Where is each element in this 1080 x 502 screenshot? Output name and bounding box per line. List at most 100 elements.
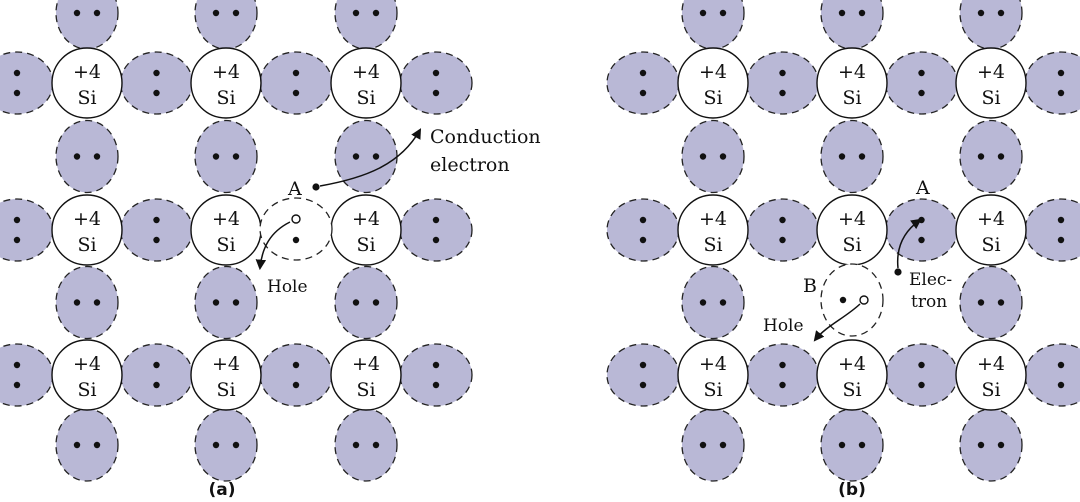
label-electron-line2: tron — [911, 292, 947, 312]
valence-electron — [918, 361, 925, 369]
valence-electron — [977, 153, 985, 160]
valence-electron — [352, 441, 360, 449]
silicon-atom: +4Si — [955, 47, 1027, 119]
valence-electron — [93, 153, 101, 160]
valence-electron — [292, 361, 300, 369]
atom-charge: +4 — [352, 353, 380, 375]
covalent-bond-horizontal — [745, 51, 820, 115]
panel-a: +4Si+4Si+4Si+4Si+4Si+4Si+4Si+4Si+4Si A C… — [0, 0, 541, 500]
label-electron-line1: Elec- — [909, 270, 952, 290]
atom-symbol: Si — [703, 379, 722, 401]
covalent-bond-vertical — [334, 408, 398, 482]
covalent-bond-vertical — [820, 119, 884, 194]
atom-charge: +4 — [977, 61, 1005, 83]
valence-electron — [13, 216, 21, 224]
silicon-atom: +4Si — [190, 47, 262, 119]
silicon-atom: +4Si — [330, 194, 402, 266]
valence-electron — [73, 153, 81, 160]
valence-electron — [352, 153, 360, 160]
valence-electron — [432, 69, 440, 77]
atom-symbol: Si — [216, 234, 235, 256]
valence-electron — [699, 9, 707, 17]
valence-electron — [838, 9, 846, 17]
atom-charge: +4 — [699, 208, 727, 230]
atom-symbol: Si — [216, 379, 235, 401]
valence-electron — [858, 9, 866, 17]
valence-electron — [153, 69, 160, 77]
valence-electron — [639, 69, 647, 77]
broken-bond-a — [259, 197, 333, 261]
valence-electron — [153, 361, 160, 369]
valence-electron — [292, 89, 300, 97]
bound-electron-a — [292, 236, 300, 244]
label-b-panel-b: B — [803, 275, 817, 297]
valence-electron — [997, 9, 1005, 17]
covalent-bond-horizontal — [399, 198, 473, 262]
valence-electron — [292, 69, 300, 77]
valence-electron — [699, 153, 707, 160]
covalent-bond-horizontal — [259, 51, 333, 115]
valence-electron — [997, 153, 1005, 160]
covalent-bond-horizontal — [119, 51, 194, 115]
valence-electron — [372, 153, 380, 160]
covalent-bond-horizontal — [399, 343, 473, 407]
valence-electron — [93, 9, 101, 17]
atom-charge: +4 — [352, 61, 380, 83]
valence-electron — [977, 299, 985, 306]
valence-electron — [1057, 236, 1065, 244]
atom-symbol: Si — [842, 234, 861, 256]
valence-electron — [13, 381, 21, 389]
silicon-atom: +4Si — [677, 47, 749, 119]
atom-layer-b: +4Si+4Si+4Si+4Si+4Si+4Si+4Si+4Si+4Si — [677, 47, 1027, 411]
valence-electron — [779, 69, 786, 77]
valence-electron — [779, 236, 786, 244]
silicon-atom: +4Si — [955, 339, 1027, 411]
valence-electron — [639, 361, 647, 369]
silicon-atom: +4Si — [816, 47, 888, 119]
panel-b: +4Si+4Si+4Si+4Si+4Si+4Si+4Si+4Si+4Si B H… — [606, 0, 1080, 500]
valence-electron — [838, 153, 846, 160]
covalent-bond-vertical — [55, 0, 119, 50]
atom-symbol: Si — [981, 379, 1000, 401]
valence-electron — [292, 381, 300, 389]
covalent-bond-vertical — [334, 119, 398, 194]
covalent-bond-vertical — [681, 265, 745, 340]
valence-electron — [13, 69, 21, 77]
valence-electron — [372, 441, 380, 449]
valence-electron — [432, 216, 440, 224]
valence-electron — [232, 441, 240, 449]
valence-electron — [977, 441, 985, 449]
covalent-bond-vertical — [194, 119, 258, 194]
covalent-bond-horizontal — [399, 51, 473, 115]
hole-arrow-a — [255, 221, 291, 271]
valence-electron — [232, 299, 240, 306]
atom-symbol: Si — [356, 379, 375, 401]
valence-electron — [918, 236, 925, 244]
covalent-bond-horizontal — [119, 198, 194, 262]
valence-electron — [838, 441, 846, 449]
valence-electron — [977, 9, 985, 17]
covalent-bond-horizontal — [606, 198, 680, 262]
valence-electron — [699, 299, 707, 306]
caption-b: (b) — [838, 480, 866, 500]
valence-electron — [639, 216, 647, 224]
covalent-bond-horizontal — [0, 51, 54, 115]
atom-symbol: Si — [842, 379, 861, 401]
covalent-bond-horizontal — [884, 198, 959, 262]
atom-charge: +4 — [838, 208, 866, 230]
atom-charge: +4 — [699, 353, 727, 375]
covalent-bond-vertical — [334, 265, 398, 340]
valence-electron — [639, 89, 647, 97]
covalent-bond-horizontal — [1024, 51, 1080, 115]
atom-symbol: Si — [77, 379, 96, 401]
covalent-bond-vertical — [959, 408, 1023, 482]
atom-charge: +4 — [977, 353, 1005, 375]
valence-electron — [372, 9, 380, 17]
covalent-bond-vertical — [681, 408, 745, 482]
silicon-atom: +4Si — [955, 194, 1027, 266]
covalent-bond-horizontal — [0, 343, 54, 407]
bound-electron-b — [839, 296, 847, 304]
valence-electron — [997, 441, 1005, 449]
valence-electron — [719, 441, 727, 449]
